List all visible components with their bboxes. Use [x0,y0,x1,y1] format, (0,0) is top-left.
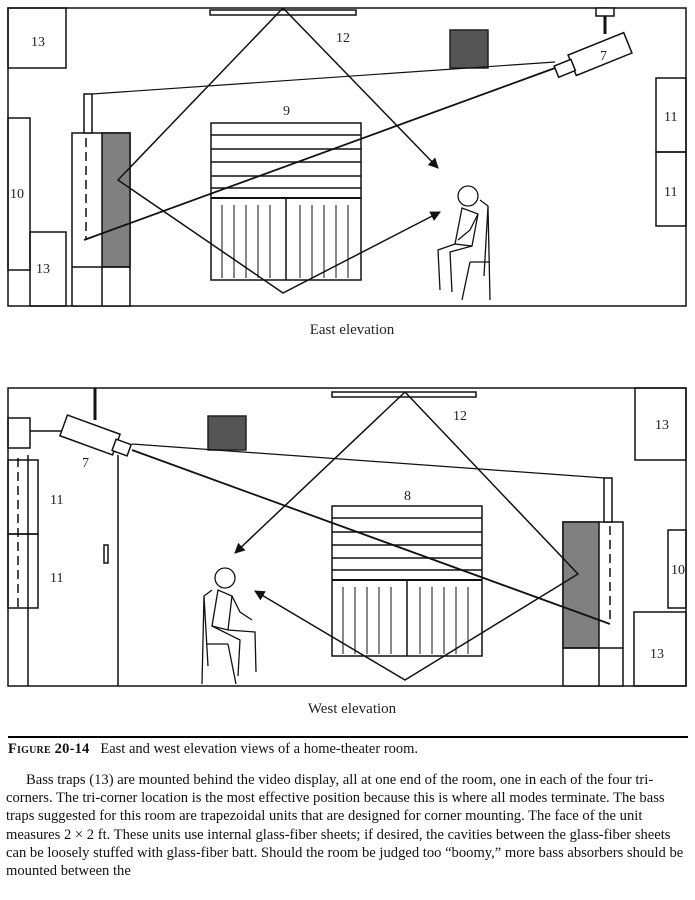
west-label-7: 7 [82,456,89,471]
west-label-13-bottom: 13 [650,647,664,662]
east-bass-trap-top-left [7,7,67,69]
east-label-7: 7 [600,49,607,64]
west-elevation-caption: West elevation [308,701,397,717]
east-speaker-dark [101,132,131,268]
west-label-12: 12 [453,409,467,424]
east-projector-beam-upper [91,61,556,95]
west-label-11-lower: 11 [50,571,63,586]
west-label-8: 8 [404,489,411,504]
east-panel-10 [7,117,31,271]
west-elevation [7,387,687,687]
east-label-12: 12 [336,31,350,46]
east-label-13-top: 13 [31,35,45,50]
west-panel-10 [667,529,687,609]
east-panel-11-lower [655,151,687,227]
west-label-11-upper: 11 [50,493,63,508]
east-projector-mount [595,7,615,17]
west-speaker-dark [562,521,600,649]
east-label-9: 9 [283,104,290,119]
body-paragraph: Bass traps (13) are mounted behind the v… [6,772,684,880]
west-listener [201,567,257,685]
east-projector-beam-lower [83,67,556,241]
west-bass-trap-top-right [634,387,687,461]
east-label-11-lower: 11 [664,185,677,200]
west-label-10: 10 [671,563,685,578]
west-screen-path [234,391,406,554]
west-panel-11-upper [7,459,39,535]
figure-number: Figure 20-14 [8,741,90,757]
east-elevation-caption: East elevation [310,322,395,338]
east-label-11-upper: 11 [664,110,677,125]
west-reflection-path [254,391,580,681]
east-reflection-path [116,7,441,294]
west-projector-beam-upper [131,443,606,479]
east-projector [553,31,633,79]
west-wall-absorber [207,415,247,451]
figure-caption-text: East and west elevation views of a home-… [100,741,419,757]
figure-elevations: 13 12 7 9 11 11 10 13 East elevation [7,7,687,717]
east-speaker-post [83,93,93,134]
east-ceiling-screen [209,9,357,16]
west-projector [58,414,133,457]
east-wall-absorber [449,29,489,69]
east-listener [437,185,491,301]
east-label-10: 10 [10,187,24,202]
east-bass-trap-bottom-left [29,231,67,307]
west-projector-beam-lower [131,449,611,625]
figure-caption: Figure 20-14 East and west elevation vie… [8,736,688,758]
west-speaker-post [603,477,613,523]
east-elevation [7,7,687,307]
west-panel-11-lower [7,533,39,609]
east-screen-path [282,7,439,169]
west-bass-trap-bottom-right [633,611,687,687]
east-label-13-bottom: 13 [36,262,50,277]
west-video-display [331,505,483,657]
west-label-13-top: 13 [655,418,669,433]
west-left-block [7,417,31,449]
